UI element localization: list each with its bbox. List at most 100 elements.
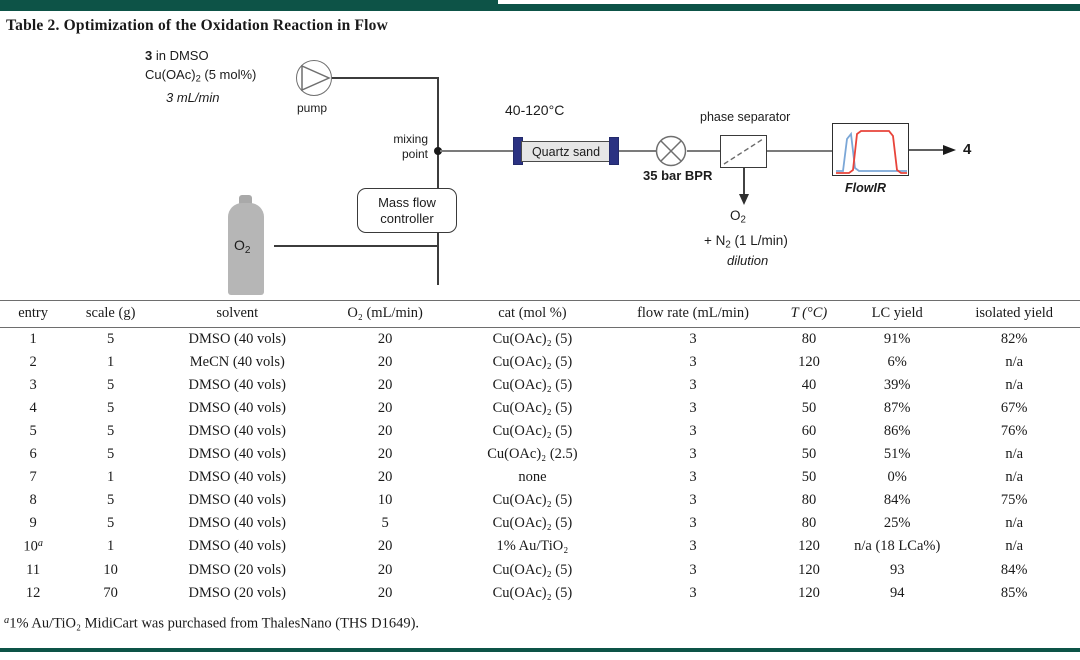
cell-solvent: MeCN (40 vols) [189,354,285,370]
cylinder-label: O2 [234,237,251,256]
cell-scale: 5 [107,446,115,462]
cell-scale: 70 [103,584,118,601]
cell-iso: n/a [1005,538,1024,555]
line-cylinder-to-mfc [274,245,439,247]
table-header: entry scale (g) solvent O₂ (mL/min) cat … [0,300,1080,328]
cell-iso: 67% [1000,400,1028,416]
cell-lc: 86% [883,423,911,439]
cell-cat: Cu(OAc)₂ (5) [492,331,573,347]
phase-separator-diagonal-icon [723,138,764,165]
cell-iso: n/a [1005,446,1024,462]
cell-flow: 3 [689,561,697,578]
cell-flow: 3 [689,515,697,531]
cell-solvent: DMSO (40 vols) [188,331,286,347]
cell-temp: 80 [801,515,817,531]
cell-cat: Cu(OAc)₂ (5) [492,584,573,601]
cell-solvent: DMSO (40 vols) [188,446,286,462]
optimization-table-wrapper: entry scale (g) solvent O₂ (mL/min) cat … [0,300,1080,605]
product-arrow-icon [909,145,956,155]
mass-flow-controller-box: Mass flow controller [357,188,457,233]
cell-lc: 39% [883,377,911,393]
cell-entry: 10a [23,538,43,555]
cell-scale: 5 [107,515,115,531]
cell-temp: 50 [801,469,817,485]
cell-flow: 3 [689,584,697,601]
cell-o2: 20 [377,561,393,578]
flowir-label: FlowIR [845,181,886,195]
table-footnote: a1% Au/TiO₂ MidiCart was purchased from … [4,615,419,633]
cell-cat: 1% Au/TiO₂ [496,538,569,555]
cell-solvent: DMSO (40 vols) [188,538,286,555]
cell-entry: 1 [29,331,37,347]
cell-flow: 3 [689,354,697,370]
flowir-trace-icon [836,130,907,174]
reactor-outlet-cap [609,137,619,165]
cylinder-neck [239,195,252,205]
cell-lc: 93 [889,561,905,578]
cell-solvent: DMSO (40 vols) [188,400,286,416]
gas-trunk-vertical-line [437,77,439,285]
cell-entry: 2 [29,354,37,370]
cell-flow: 3 [689,446,697,462]
cell-scale: 5 [107,331,115,347]
col-header-entry: entry [0,300,67,328]
pump-label: pump [297,101,328,115]
cell-cat: none [518,469,547,485]
cell-entry: 12 [25,584,41,601]
line-mixer-to-reactor [440,150,516,152]
cell-solvent: DMSO (40 vols) [188,515,286,531]
cell-iso: n/a [1005,377,1024,393]
cell-solvent: DMSO (20 vols) [188,584,286,601]
phase-separator-label: phase separator [700,110,791,124]
cell-o2: 20 [377,354,393,370]
cell-scale: 5 [107,492,115,508]
phase-separator-box [720,135,767,168]
cell-flow: 3 [689,377,697,393]
cell-entry: 6 [29,446,37,462]
cell-entry: 7 [29,469,37,485]
cell-iso: 82% [1000,331,1028,347]
cell-lc: 6% [887,354,907,370]
cell-iso: 76% [1000,423,1028,439]
col-header-flowrate: flow rate (mL/min) [614,300,772,328]
flow-schematic: 3 in DMSO Cu(OAc)2 (5 mol%) 3 mL/min pum… [0,40,1080,298]
pump-triangle-icon [301,64,331,92]
cell-scale: 1 [107,538,115,555]
cell-temp: 80 [801,492,817,508]
cell-flow: 3 [689,331,697,347]
cell-entry: 9 [29,515,37,531]
mixing-point-node [434,147,442,155]
cell-iso: 84% [1000,561,1028,578]
cell-flow: 3 [689,492,697,508]
cell-scale: 5 [107,400,115,416]
flowir-box [832,123,909,176]
cell-lc: 91% [883,331,911,347]
cell-o2: 20 [377,469,393,485]
cell-iso: n/a [1005,354,1024,370]
cell-cat: Cu(OAc)₂ (5) [492,423,573,439]
feed-catalyst-subscript: 2 [195,73,201,84]
cell-temp: 120 [798,584,820,601]
line-bpr-to-separator [687,150,720,152]
cell-scale: 5 [107,423,115,439]
cell-solvent: DMSO (40 vols) [188,492,286,508]
cell-cat: Cu(OAc)₂ (5) [492,515,573,531]
cell-entry: 11 [26,561,41,578]
cell-temp: 50 [801,446,817,462]
cell-temp: 120 [798,538,820,555]
cell-temp: 50 [801,400,817,416]
cell-temp: 80 [801,331,817,347]
cell-cat: Cu(OAc)₂ (5) [492,377,573,393]
feed-substrate-label: 3 in DMSO [145,48,209,64]
feed-solvent-text: in DMSO [152,48,209,63]
